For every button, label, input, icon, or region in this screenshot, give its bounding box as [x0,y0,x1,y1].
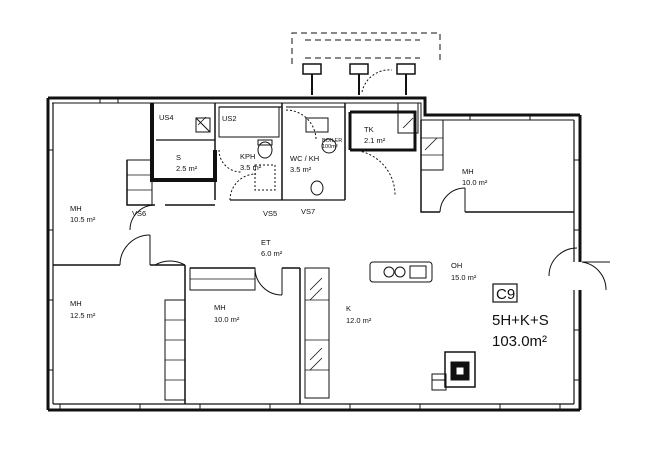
plan-code: C9 [496,286,515,303]
room-et-area: 6.0 m² [261,249,283,258]
closet-hatch [197,116,438,371]
interior-walls [53,102,574,404]
fixtures [195,117,476,391]
plan-type: 5H+K+S [492,312,549,329]
exterior-walls [46,96,582,412]
room-mh-left-bottom-area: 12.5 m² [70,311,96,320]
room-mh-left-top-name: MH [70,204,82,213]
room-mh-center-area: 10.0 m² [214,315,240,324]
room-oh-area: 15.0 m² [451,273,477,282]
room-et-name: ET [261,238,271,247]
room-k-area: 12.0 m² [346,316,372,325]
sauna-stove-icon [195,117,211,133]
boiler-icon [321,138,337,154]
washbasin-icon [305,117,329,133]
closet-vs5-label: VS5 [263,209,277,218]
room-wc-name: WC / KH [290,154,319,163]
plan-area: 103.0m² [492,333,547,350]
sink-icon [383,266,395,278]
room-k-name: K [346,304,351,313]
shower-area [254,164,276,191]
room-mh-left-top-area: 10.5 m² [70,215,96,224]
boiler-label-line2: 100m³ [322,144,338,150]
door-swings [119,109,610,296]
room-mh-center-name: MH [214,303,226,312]
closet-vs7-label: VS7 [301,207,315,216]
boiler-label-line1: BOILER [322,138,342,144]
room-oh-name: OH [451,261,462,270]
room-mh-right-name: MH [462,167,474,176]
room-kph-name: KPH [240,152,255,161]
sauna-stove-mark [195,117,211,133]
room-mh-right-area: 10.0 m² [462,178,488,187]
room-tk-name: TK [364,125,374,134]
terrace-canopy [291,32,441,95]
room-tk-area: 2.1 m² [364,136,386,145]
room-sauna-area: 2.5 m² [176,164,198,173]
room-sauna-name: S [176,153,181,162]
toilet-icon [257,141,273,159]
room-kph-area: 3.5 m² [240,163,262,172]
toilet-icon-wc [310,180,324,196]
room-us4-name: US4 [159,113,174,122]
room-mh-left-bottom-name: MH [70,299,82,308]
fireplace-icon [444,351,476,388]
kitchen-island [369,261,433,283]
room-us2-name: US2 [222,114,237,123]
plan-code-box [492,283,518,303]
window-marks [48,98,580,410]
room-wc-area: 3.5 m² [290,165,312,174]
closet-vs6-label: VS6 [132,209,146,218]
